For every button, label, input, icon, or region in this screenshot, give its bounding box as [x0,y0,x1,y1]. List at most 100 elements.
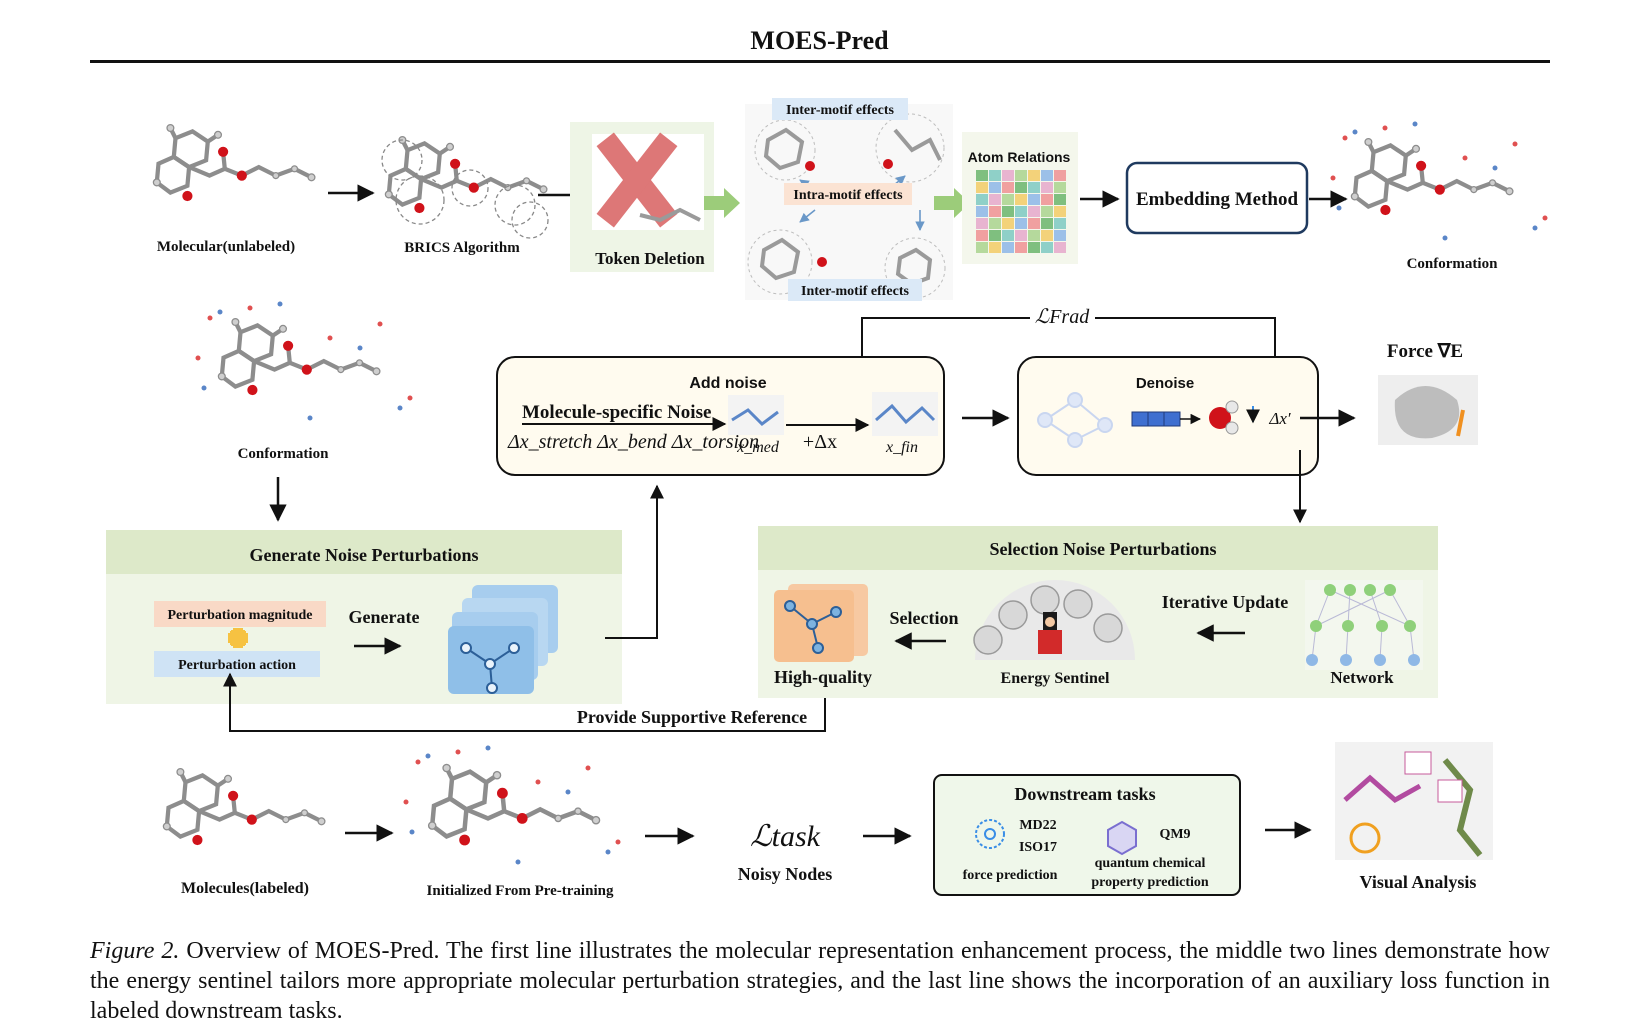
heatmap-cell [989,230,1001,241]
high-quality-cards [774,584,868,662]
heatmap-cell [1054,182,1066,193]
label-generate: Generate [349,607,420,627]
embedding-method-box [1125,161,1309,235]
atom-relations-panel [962,132,1078,264]
heatmap-cell [1054,230,1066,241]
force-prediction-icon [975,819,1005,849]
heatmap-cell [1015,206,1027,217]
force-surface-image [1378,375,1478,445]
heatmap-cell [1041,194,1053,205]
label-selection: Selection [890,608,959,628]
heatmap-cell [1015,230,1027,241]
row1-brics-molecule [381,137,548,239]
x-fin-molecule [872,392,938,436]
heatmap-cell [1028,218,1040,229]
heatmap-cell [1028,206,1040,217]
heatmap-cell [1041,182,1053,193]
label-x-fin: x_fin [885,439,918,456]
perturbation-cards [448,585,558,694]
heatmap-cell [1028,242,1040,253]
arrow-to-add-noise [605,484,664,639]
heatmap-cell [976,242,988,253]
row2-conformation-molecule [195,301,413,421]
token-deletion-panel [570,122,714,272]
heatmap-cell [989,206,1001,217]
row4-pretrained-molecule [403,745,621,865]
heatmap-cell [976,170,988,181]
heatmap-cell [976,218,988,229]
heatmap-cell [1028,170,1040,181]
heatmap-cell [1015,194,1027,205]
heatmap-cell [976,194,988,205]
heatmap-cell [1041,218,1053,229]
denoise-graph [1037,392,1113,448]
heatmap-cell [1028,230,1040,241]
green-arrow-2 [934,188,970,218]
heatmap-cell [989,218,1001,229]
label-delta-x-prime: Δx′ [1268,409,1291,428]
green-arrow-1 [704,188,740,218]
label-embedding-method: Embedding Method [1136,189,1298,210]
label-noise-terms: Δx_stretch Δx_bend Δx_torsion [507,431,759,453]
perturbation-action-box [154,651,320,677]
label-qm9: QM9 [1159,827,1190,842]
heatmap-cell [1054,218,1066,229]
heatmap-cell [1054,206,1066,217]
label-force-prediction: force prediction [963,868,1058,883]
label-quantum-line1: quantum chemical [1095,856,1206,871]
heatmap-cell [1002,218,1014,229]
label-x-med: x_med [736,439,780,456]
heatmap-cell [1054,170,1066,181]
perturbation-magnitude-box [154,601,326,627]
label-network: Network [1330,668,1394,687]
label-quantum-line2: property prediction [1091,875,1209,890]
supportive-reference-connector [223,672,826,732]
caption-text: Overview of MOES-Pred. The first line il… [90,938,1551,1024]
heatmap-cell [989,170,1001,181]
label-token-deletion: Token Deletion [595,249,705,268]
label-intra-motif: Intra-motif effects [793,188,903,203]
figure-caption: Figure 2. Overview of MOES-Pred. The fir… [90,936,1550,1026]
heatmap-cell [1002,230,1014,241]
heatmap-cell [1002,194,1014,205]
label-plus-delta: +Δx [803,431,837,453]
heatmap-cell [989,242,1001,253]
heatmap-cell [1041,170,1053,181]
water-molecule-icon [1209,400,1260,435]
heatmap-cell [1002,182,1014,193]
label-noisy-nodes: Noisy Nodes [738,864,833,884]
heatmap-cell [976,206,988,217]
heatmap-cell [1028,194,1040,205]
label-brics: BRICS Algorithm [404,240,520,256]
heatmap-cell [989,182,1001,193]
quantum-property-icon [1107,820,1137,856]
label-supportive-reference: Provide Supportive Reference [577,707,807,727]
label-row2-conformation: Conformation [238,446,329,462]
label-selection-panel-title: Selection Noise Perturbations [990,539,1217,559]
heatmap-cell [1015,182,1027,193]
heatmap-cell [1002,170,1014,181]
motif-effects-panel [745,98,953,301]
label-visual-analysis: Visual Analysis [1360,872,1477,892]
label-add-noise: Add noise [689,375,766,392]
embedding-blocks [1131,411,1202,427]
label-iso17: ISO17 [1019,840,1057,855]
network-icon [1305,580,1423,670]
heatmap-cell [1002,206,1014,217]
caption-label: Figure 2. [90,938,180,964]
row1-molecule-unlabeled [153,125,315,202]
label-energy-sentinel: Energy Sentinel [1001,670,1110,687]
heatmap-cell [1041,206,1053,217]
label-denoise: Denoise [1136,375,1194,392]
heatmap-cell [976,230,988,241]
heatmap-cell [976,182,988,193]
label-force: Force ∇E [1387,341,1463,362]
heatmap-cell [1015,218,1027,229]
label-loss-task: ℒtask [750,820,821,853]
label-perturbation-magnitude: Perturbation magnitude [167,608,312,623]
heatmap-cell [1041,242,1053,253]
heatmap-cell [1028,182,1040,193]
generate-panel-header [106,530,622,574]
page-header-title: MOES-Pred [750,26,889,55]
header-rule [90,60,1550,63]
